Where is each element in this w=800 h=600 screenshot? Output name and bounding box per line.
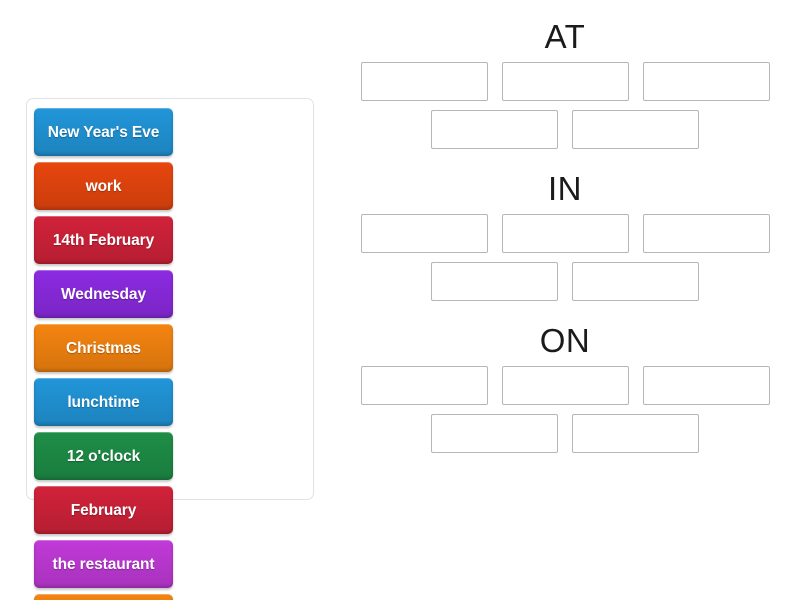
drop-zone[interactable] — [572, 110, 699, 149]
word-tile[interactable]: Wednesday — [34, 270, 173, 318]
group-title: IN — [548, 170, 582, 207]
group-title: ON — [539, 322, 591, 359]
word-tile-label: 14th February — [52, 231, 155, 249]
drop-zone[interactable] — [572, 262, 699, 301]
group-in: IN — [345, 170, 785, 301]
drop-zone[interactable] — [501, 214, 629, 253]
drop-zone-row — [345, 214, 785, 253]
group-at: AT — [345, 18, 785, 149]
drop-zone[interactable] — [360, 366, 488, 405]
word-tile-label: the restaurant — [52, 555, 155, 573]
word-tile-label: February — [70, 501, 137, 519]
drop-zone-row — [345, 262, 785, 301]
drop-zone[interactable] — [642, 62, 770, 101]
word-tile[interactable]: 2023 — [34, 594, 173, 600]
drop-zone[interactable] — [642, 366, 770, 405]
word-tile[interactable]: the restaurant — [34, 540, 173, 588]
word-tile[interactable]: lunchtime — [34, 378, 173, 426]
drop-zone-row — [345, 366, 785, 405]
word-tile[interactable]: New Year's Eve — [34, 108, 173, 156]
word-tile[interactable]: 12 o'clock — [34, 432, 173, 480]
word-tile-label: Wednesday — [61, 285, 146, 303]
drop-zone[interactable] — [501, 62, 629, 101]
word-tile[interactable]: February — [34, 486, 173, 534]
drop-zone[interactable] — [360, 214, 488, 253]
word-tile-label: lunchtime — [67, 393, 140, 411]
word-tile-label: New Year's Eve — [47, 123, 160, 141]
drop-zone[interactable] — [431, 262, 558, 301]
category-groups-panel: AT IN ON — [345, 18, 785, 584]
word-tile-label: work — [85, 177, 122, 195]
word-tile[interactable]: work — [34, 162, 173, 210]
word-tile-label: Christmas — [66, 339, 141, 357]
group-title: AT — [544, 18, 586, 55]
word-tile[interactable]: Christmas — [34, 324, 173, 372]
drop-zone[interactable] — [431, 414, 558, 453]
drop-zone-row — [345, 110, 785, 149]
drop-zone-row — [345, 414, 785, 453]
drop-zone[interactable] — [572, 414, 699, 453]
drop-zone-row — [345, 62, 785, 101]
drop-zone[interactable] — [360, 62, 488, 101]
word-tile[interactable]: 14th February — [34, 216, 173, 264]
group-on: ON — [345, 322, 785, 453]
word-tile-label: 12 o'clock — [66, 447, 141, 465]
drop-zone[interactable] — [501, 366, 629, 405]
drop-zone[interactable] — [642, 214, 770, 253]
drop-zone[interactable] — [431, 110, 558, 149]
